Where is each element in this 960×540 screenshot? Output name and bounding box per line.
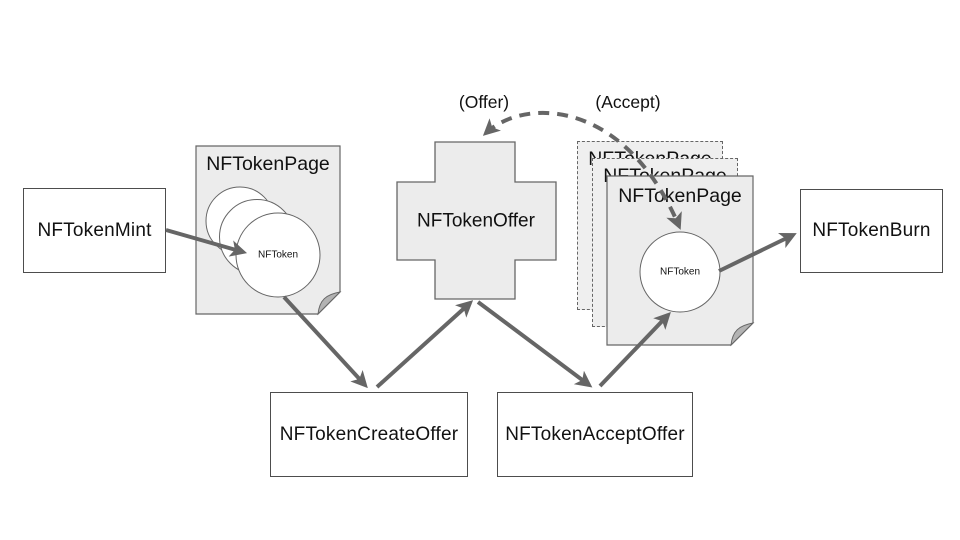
node-nftokencreateoffer: NFTokenCreateOffer [270, 392, 468, 477]
page-fold-corner [730, 322, 755, 347]
node-nftokenacceptoffer: NFTokenAcceptOffer [497, 392, 693, 477]
edge-offer-to-acceptoffer [476, 300, 593, 388]
edge-label-accept: (Accept) [595, 92, 661, 112]
edge-createoffer-to-offer [375, 300, 474, 389]
page-title: NFTokenPage [206, 153, 330, 175]
node-nftokenburn: NFTokenBurn [800, 189, 943, 273]
nftoken-offer-node: NFTokenOffer [396, 141, 557, 300]
nftoken-page-2: NFTokenPage NFToken [606, 175, 755, 347]
token-label: NFToken [258, 250, 298, 261]
nftoken-page-1: NFTokenPage NFToken [195, 145, 342, 316]
node-label: NFTokenBurn [812, 220, 931, 241]
node-label: NFTokenMint [37, 219, 152, 241]
edge-label-offer: (Offer) [458, 92, 510, 112]
token-label: NFToken [660, 267, 700, 278]
offer-node-label: NFTokenOffer [417, 211, 536, 232]
node-label: NFTokenAcceptOffer [505, 423, 685, 445]
node-label: NFTokenCreateOffer [279, 423, 459, 445]
node-nftokenmint: NFTokenMint [23, 188, 166, 273]
page-title: NFTokenPage [618, 185, 742, 207]
